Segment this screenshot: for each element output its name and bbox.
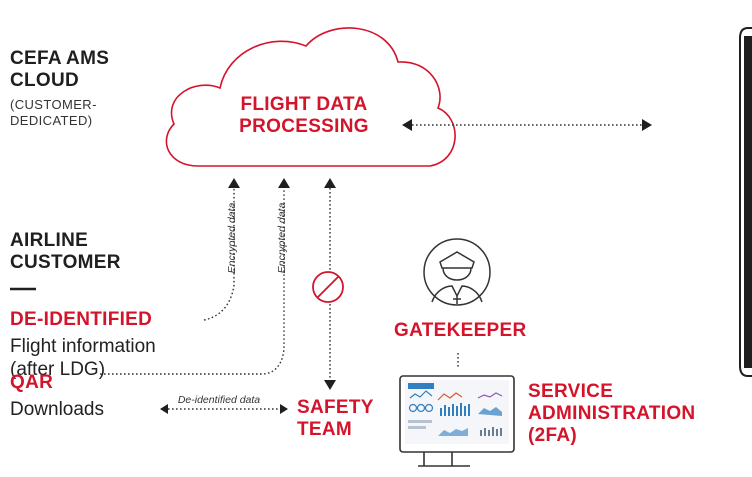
tablet-edge-icon: [739, 27, 752, 377]
cloud-label-title: CEFA AMS CLOUD: [10, 48, 109, 92]
deidentified-desc: Flight information (after LDG): [10, 335, 156, 381]
arrow-head-right-4: [280, 404, 288, 414]
cloud-shape: [165, 27, 456, 167]
service-administration: SERVICE ADMINISTRATION (2FA): [528, 381, 695, 447]
service-line1: SERVICE: [528, 381, 614, 402]
deidentified-encrypted-flow: [203, 188, 235, 321]
deidentified-data-label: De-identified data: [177, 394, 261, 406]
monitor-dashboard-icon: [399, 375, 515, 467]
encrypted-data-label-2: Encrypted data: [276, 202, 288, 274]
deidentified-line1: Flight information: [10, 336, 156, 357]
arrow-head-left: [402, 119, 412, 131]
airline-line2: CUSTOMER: [10, 252, 121, 273]
cloud-label-line2: CLOUD: [10, 70, 80, 91]
cloud-label-line1: CEFA AMS: [10, 48, 110, 69]
arrow-head-up-2: [278, 178, 290, 188]
airline-line1: AIRLINE: [10, 230, 89, 251]
encrypted-data-label-1: Encrypted data: [226, 202, 238, 274]
arrow-head-right: [642, 119, 652, 131]
deidentified-title: DE-IDENTIFIED: [10, 309, 153, 330]
safety-team: SAFETY TEAM: [297, 397, 374, 441]
pilot-icon: [423, 238, 491, 306]
cloud-label-sub: (CUSTOMER- DEDICATED): [10, 97, 97, 129]
arrow-head-down-3: [324, 380, 336, 390]
qar-encrypted-flow: [100, 188, 285, 375]
airline-customer: AIRLINE CUSTOMER: [10, 230, 121, 274]
safety-line2: TEAM: [297, 419, 353, 440]
qar-sub: Downloads: [10, 399, 104, 420]
cloud-label-sub1: (CUSTOMER-: [10, 97, 97, 112]
service-line2: ADMINISTRATION: [528, 403, 696, 424]
flight-data-line1: FLIGHT DATA: [240, 94, 368, 115]
service-line3: (2FA): [528, 425, 577, 446]
arrow-head-up-1: [228, 178, 240, 188]
deidentified-line2: (after LDG): [10, 359, 106, 380]
safety-line1: SAFETY: [297, 397, 374, 418]
cloud-label-sub2: DEDICATED): [10, 113, 93, 128]
arrow-head-left-4: [160, 404, 168, 414]
arrow-head-up-3: [324, 178, 336, 188]
flight-data-processing: FLIGHT DATA PROCESSING: [200, 94, 408, 138]
qar-title: QAR: [10, 372, 54, 393]
prohibited-icon: [312, 271, 344, 303]
flight-data-line2: PROCESSING: [239, 116, 369, 137]
gatekeeper-label: GATEKEEPER: [394, 320, 527, 341]
